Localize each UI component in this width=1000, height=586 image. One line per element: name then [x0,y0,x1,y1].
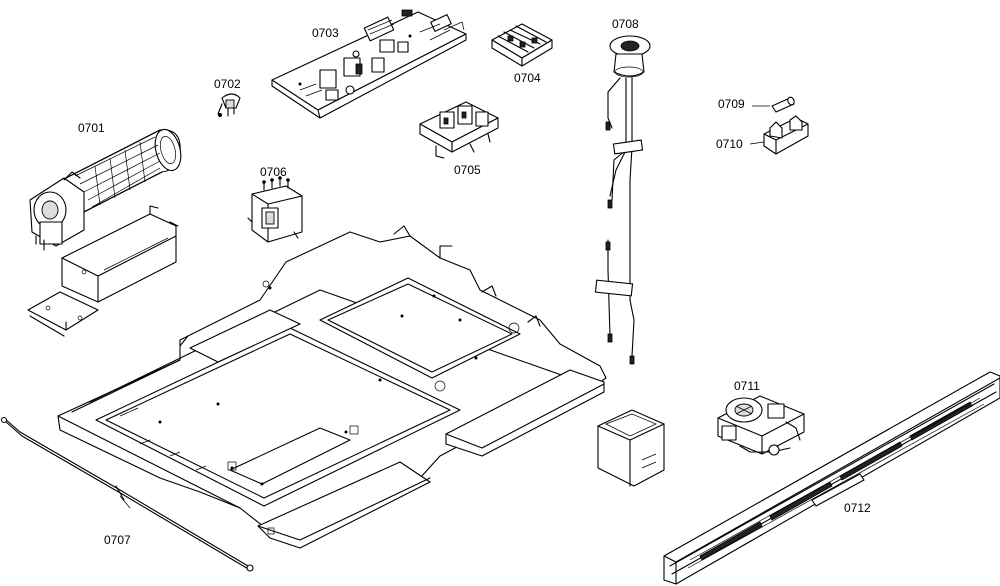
label-0711: 0711 [734,379,760,393]
label-0708: 0708 [612,17,639,31]
label-0703: 0703 [312,26,339,40]
part-0711-gear-motor[interactable]: 0711 [717,379,805,456]
part-0706-transformer[interactable]: 0706 [247,165,303,243]
part-0708-sensor-harness[interactable]: 0708 [594,17,651,365]
part-0703-control-board[interactable]: 0703 [271,9,467,119]
part-0705-relay-block[interactable]: 0705 [419,101,499,177]
label-0702: 0702 [214,77,241,91]
part-0704-terminal-block[interactable]: 0704 [491,23,553,85]
part-0702-thermal-switch[interactable]: 0702 [214,77,241,117]
label-0701: 0701 [78,121,105,135]
label-0704: 0704 [514,71,541,85]
label-0705: 0705 [454,163,481,177]
duct-box [597,409,665,487]
part-0712-rail[interactable]: 0712 [663,371,1000,585]
label-0707: 0707 [104,533,131,547]
label-0710: 0710 [716,137,743,151]
base-chassis-plate [57,225,607,549]
label-0709: 0709 [718,97,745,111]
part-0710-fuse-holder[interactable]: 0710 [716,115,809,155]
label-0712: 0712 [844,501,871,515]
label-0706: 0706 [260,165,287,179]
part-0709-fuse[interactable]: 0709 [718,96,795,113]
part-0701-blower-fan[interactable]: 0701 [27,121,185,337]
part-0707-rod[interactable]: 0707 [0,416,254,572]
